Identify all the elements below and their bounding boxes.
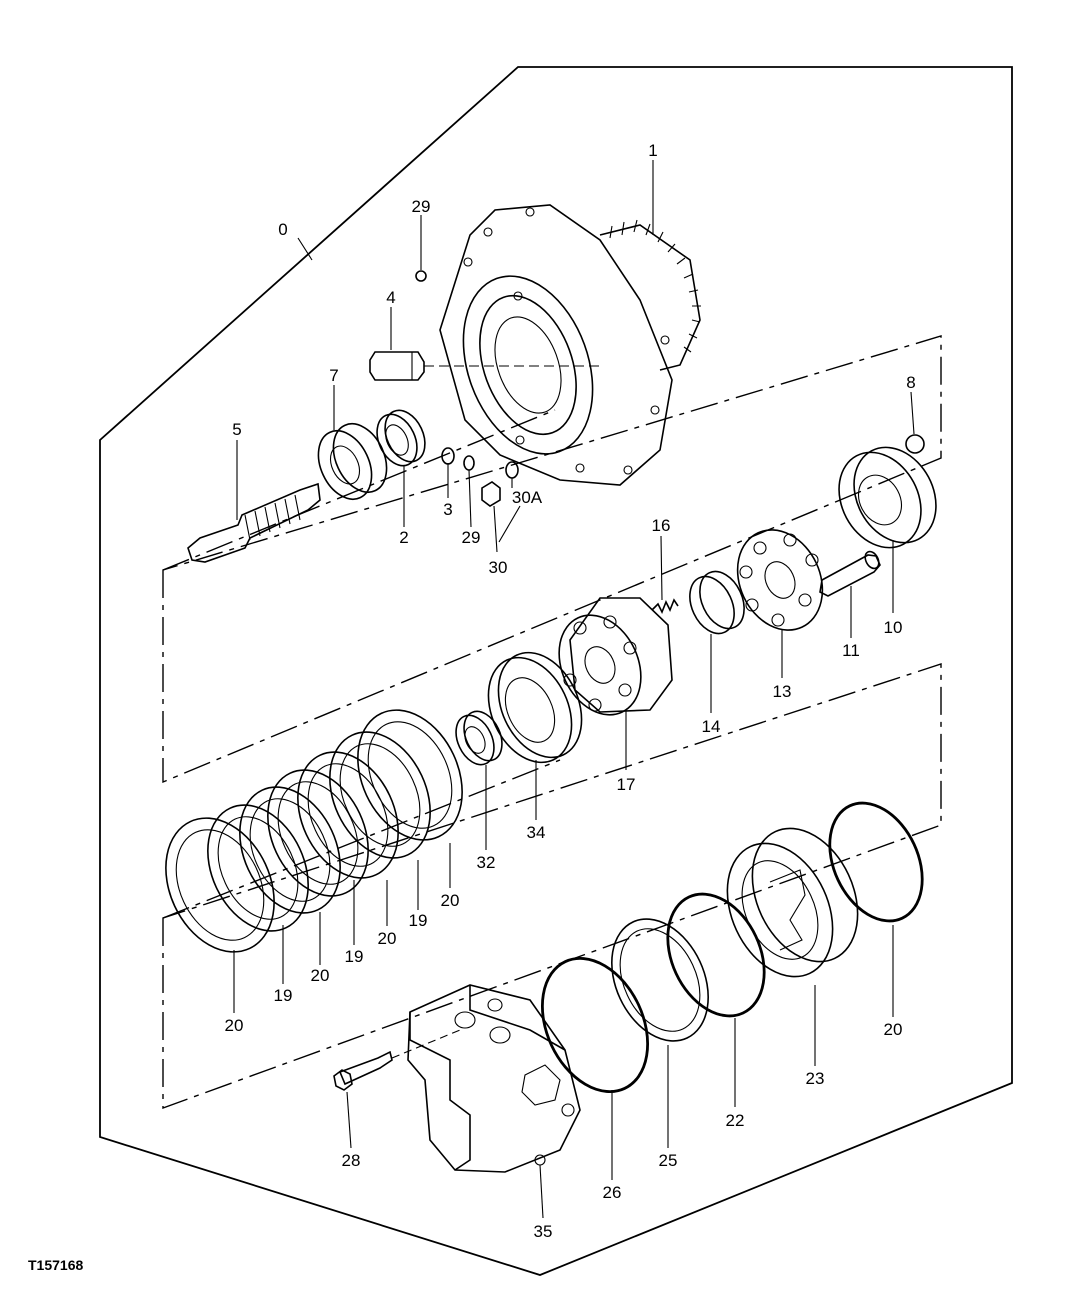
callout-22: 23 — [806, 1069, 825, 1088]
valve-body-31 — [407, 984, 581, 1173]
callout-10: 10 — [884, 618, 903, 637]
ball-29-lower — [463, 455, 475, 471]
bearing-7 — [317, 423, 388, 500]
callout-30: 30 — [489, 558, 508, 577]
figure-id: T157168 — [28, 1257, 83, 1273]
callout-31: 35 — [534, 1222, 553, 1241]
callout-29-upper: 29 — [412, 197, 431, 216]
callout-14: 14 — [702, 717, 721, 736]
callout-29-lower: 29 — [462, 528, 481, 547]
ball-29-upper — [415, 270, 427, 282]
callout-8: 8 — [906, 373, 915, 392]
subassembly-frame-lower — [162, 663, 942, 1109]
callout-28: 26 — [603, 1183, 622, 1202]
callout-4: 4 — [386, 288, 395, 307]
callout-17: 17 — [617, 775, 636, 794]
ring-14 — [689, 570, 745, 635]
callout-30a: 30A — [512, 488, 543, 507]
callout-1: 1 — [648, 141, 657, 160]
friction-plate-19-c — [329, 731, 431, 859]
ball-8 — [905, 434, 925, 454]
callout-2: 2 — [399, 528, 408, 547]
callout-26: 25 — [659, 1151, 678, 1170]
callout-20-c: 20 — [311, 966, 330, 985]
callout-19-a: 19 — [274, 986, 293, 1005]
callout-11: 11 — [842, 641, 860, 660]
cylinder-block-17 — [558, 597, 673, 716]
seal-2 — [376, 409, 426, 467]
callout-3: 3 — [443, 500, 452, 519]
callout-16: 16 — [652, 516, 671, 535]
plug-30 — [481, 481, 501, 507]
callout-0: 0 — [278, 220, 287, 239]
separator-plate-20-d — [297, 751, 399, 879]
swash-plate-10 — [838, 446, 937, 549]
o-ring-23 — [828, 801, 924, 923]
leader-lines — [233, 160, 915, 1219]
shim-26 — [611, 918, 709, 1042]
o-ring-25 — [666, 892, 766, 1018]
bolt-35 — [333, 1029, 461, 1091]
axis-line-lower — [162, 759, 561, 919]
bearing-32 — [455, 710, 503, 766]
callout-5: 5 — [232, 420, 241, 439]
o-ring-28 — [540, 956, 650, 1094]
callout-19-c: 19 — [409, 911, 428, 930]
callout-34: 34 — [527, 823, 546, 842]
separator-plate-20-c — [239, 786, 341, 914]
bearing-34 — [487, 651, 583, 764]
assembly-boundary — [99, 66, 1013, 1276]
cover-22 — [726, 827, 859, 978]
callout-25: 22 — [726, 1111, 745, 1130]
subassembly-frame-upper — [162, 335, 942, 784]
callout-23: 20 — [884, 1020, 903, 1039]
callout-20-d: 20 — [378, 929, 397, 948]
shaft-5 — [187, 482, 321, 563]
callout-19-b: 19 — [345, 947, 364, 966]
callout-20-e: 20 — [441, 891, 460, 910]
friction-plate-19-a — [207, 804, 309, 932]
retainer-plate-13 — [736, 529, 824, 631]
friction-plate-19-b — [267, 769, 369, 897]
callout-35: 28 — [342, 1151, 361, 1170]
callout-32: 32 — [477, 853, 496, 872]
spring-16 — [651, 598, 679, 614]
pin-11 — [819, 550, 881, 597]
housing-with-gear — [439, 204, 701, 486]
pin-4 — [369, 351, 600, 381]
callout-20-a: 20 — [225, 1016, 244, 1035]
callout-7: 7 — [329, 366, 338, 385]
separator-plate-20-a — [165, 817, 275, 953]
callout-13: 13 — [773, 682, 792, 701]
